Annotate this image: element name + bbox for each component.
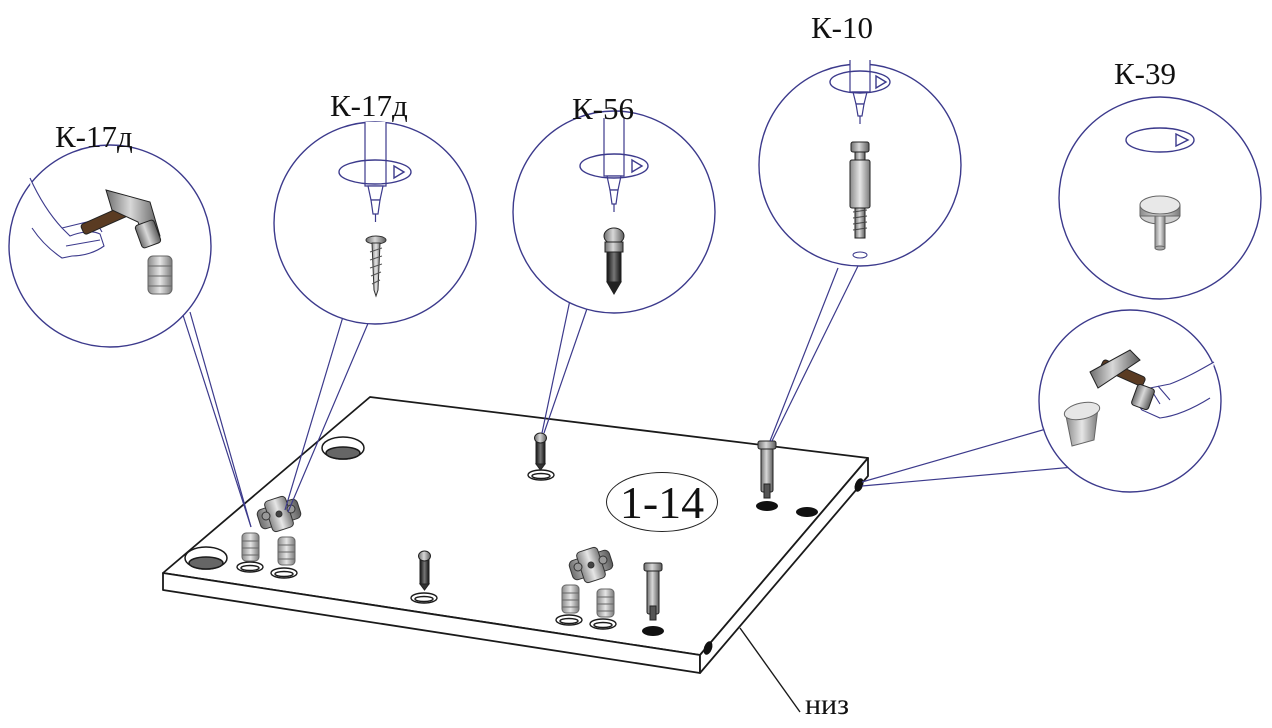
screwdriver-icon [849,60,871,124]
panel-tag: 1-14 [606,472,718,532]
rotate-arrow-icon [1125,127,1195,153]
callout-label-k17d-1: К-17д [55,119,133,154]
callout-label-k56: К-56 [572,91,634,126]
edge-hole-front [703,641,713,655]
bottom-leader-line [739,627,801,713]
edge-hole-right [854,478,864,492]
callout-lines [181,265,1086,528]
callout-support-hammer-circle [1038,309,1222,493]
side-label: низ [805,688,849,721]
dowel-icon [147,255,173,295]
rotate-arrow-icon [579,153,649,179]
screw-icon [365,235,387,298]
hammer-icon [1089,349,1155,411]
cam-bolt-icon [643,562,663,621]
cam-bolt-icon [757,440,777,499]
screwdriver-icon [603,118,625,212]
hole-marker [852,251,868,259]
panel-tag-text: 1-14 [619,476,705,528]
hammer-icon [80,189,162,249]
callout-k17d-hammer-circle [8,144,212,348]
dowel-icon [241,532,260,562]
filled-holes [642,501,818,636]
dowel-icon [561,584,580,614]
callout-label-k10: К-10 [811,10,873,45]
rotate-arrow-icon [829,70,891,94]
dowel-icon [596,588,615,618]
callout-label-k39: К-39 [1114,56,1176,91]
hinge-icon [568,546,614,584]
support-icon [1139,195,1181,251]
large-holes [184,436,365,570]
cam-bolt-icon [849,141,871,239]
rotate-arrow-icon [338,159,412,185]
support-icon [1063,401,1101,447]
callout-label-k17d-2: К-17д [330,88,408,123]
pin-icon [418,550,431,591]
dowel-icon [277,536,296,566]
panel [162,396,869,674]
pin-icon [603,227,625,295]
pin-icon [534,432,547,471]
screwdriver-icon [364,122,387,222]
panel-side-edge [699,457,869,674]
